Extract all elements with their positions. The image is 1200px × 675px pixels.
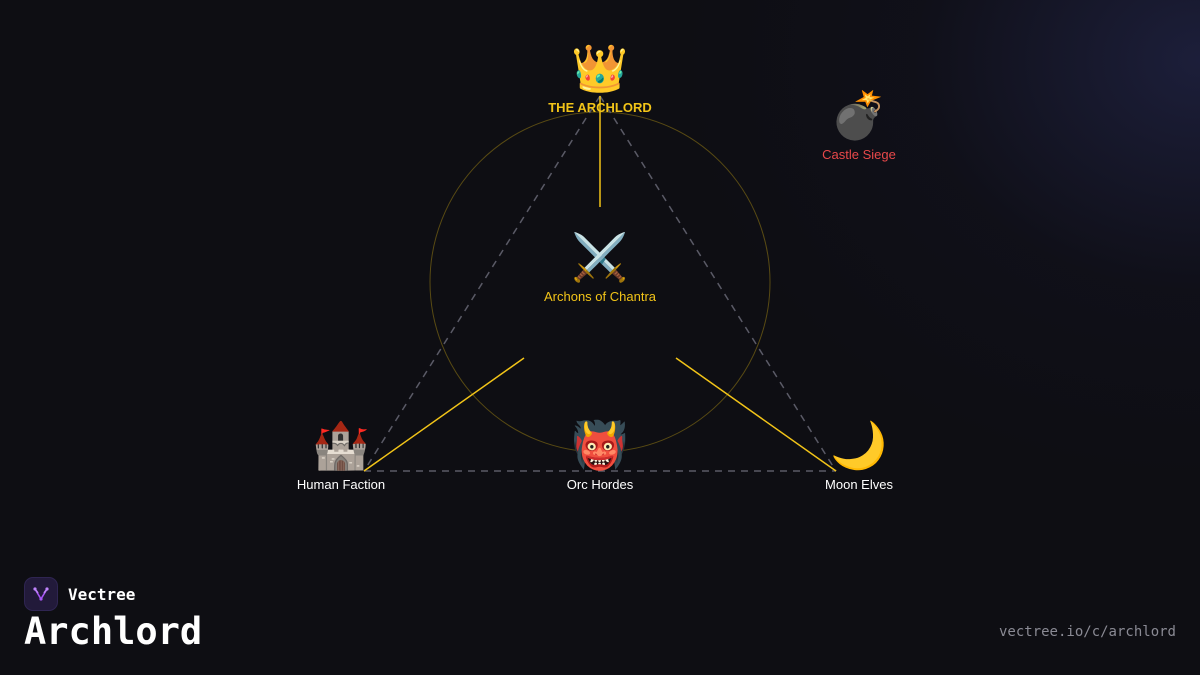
node-orc-hordes-label: Orc Hordes	[566, 477, 634, 492]
castle-icon: 🏰	[312, 418, 370, 472]
node-castle-siege-label: Castle Siege	[822, 147, 896, 162]
node-archons[interactable]: ⚔️ Archons of Chantra	[544, 231, 656, 304]
node-human-faction-label: Human Faction	[296, 477, 386, 492]
link-archons-human	[363, 357, 525, 472]
node-moon-elves[interactable]: 🌙 Moon Elves	[825, 419, 893, 492]
node-moon-elves-label: Moon Elves	[825, 477, 893, 492]
node-castle-siege[interactable]: 💣 Castle Siege	[822, 89, 896, 162]
page-title: Archlord	[24, 610, 203, 653]
ogre-icon: 👹	[571, 418, 629, 472]
dashed-edge-right	[599, 95, 837, 472]
node-archlord-label: THE ARCHLORD	[548, 100, 652, 115]
crossed-swords-icon: ⚔️	[571, 230, 629, 284]
node-archons-label: Archons of Chantra	[543, 289, 657, 304]
brand[interactable]: Vectree	[24, 577, 135, 611]
node-human-faction[interactable]: 🏰 Human Faction	[297, 419, 385, 492]
dashed-edge-left	[363, 95, 601, 472]
vectree-logo-icon	[24, 577, 58, 611]
node-archlord[interactable]: 👑 THE ARCHLORD	[548, 42, 652, 115]
crown-icon: 👑	[571, 41, 629, 95]
brand-name: Vectree	[68, 584, 136, 604]
bomb-icon: 💣	[830, 88, 888, 142]
link-archons-elves	[675, 357, 837, 472]
page-url[interactable]: vectree.io/c/archlord	[998, 624, 1176, 640]
crescent-moon-icon: 🌙	[830, 418, 888, 472]
node-orc-hordes[interactable]: 👹 Orc Hordes	[567, 419, 633, 492]
